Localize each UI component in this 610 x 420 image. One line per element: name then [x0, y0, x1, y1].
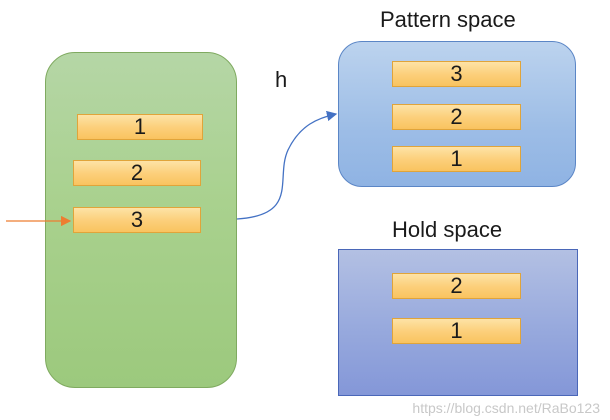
hold-line-2: 1: [392, 318, 521, 344]
input-line-1: 1: [77, 114, 203, 140]
watermark-text: https://blog.csdn.net/RaBo123: [412, 400, 600, 416]
input-line-2: 2: [73, 160, 201, 186]
input-line-3: 3: [73, 207, 201, 233]
input-to-pattern-arrow: [236, 110, 338, 220]
command-label: h: [275, 67, 288, 92]
pattern-line-2: 2: [392, 104, 521, 130]
pattern-line-1: 3: [392, 61, 521, 87]
pattern-line-3: 1: [392, 146, 521, 172]
hold-space-title: Hold space: [392, 217, 503, 242]
hold-line-1: 2: [392, 273, 521, 299]
pattern-space-title: Pattern space: [380, 7, 516, 32]
